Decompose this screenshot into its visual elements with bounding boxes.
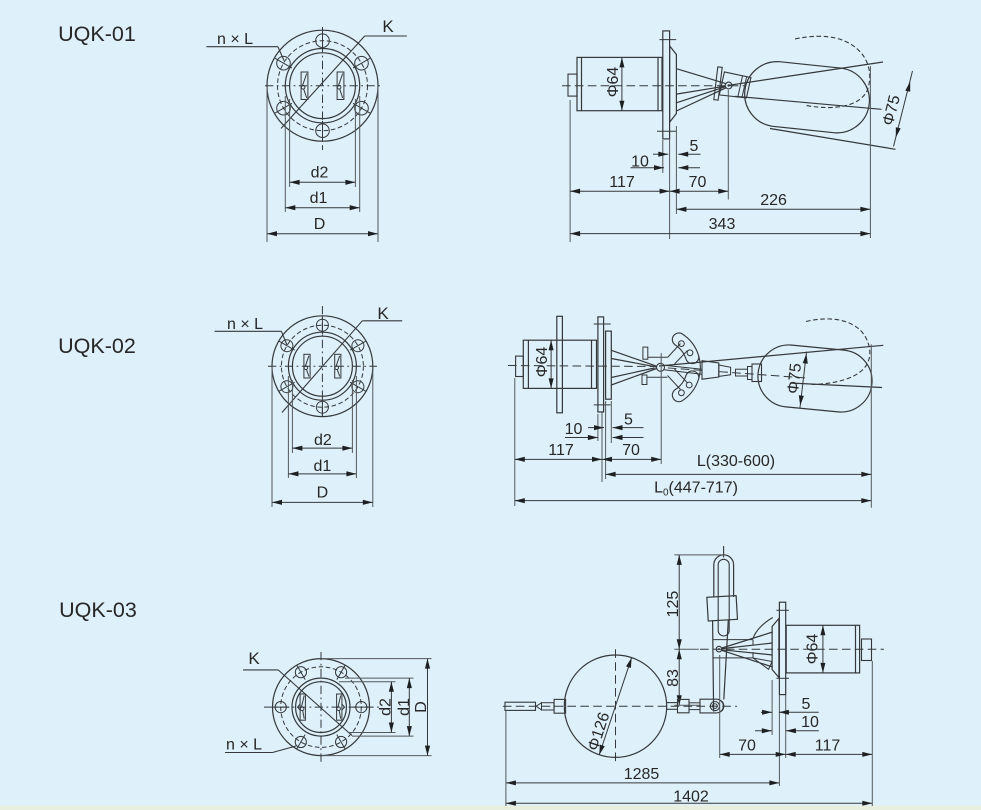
svg-text:UQK-01: UQK-01 — [58, 22, 136, 46]
svg-text:D: D — [317, 485, 329, 502]
svg-text:UQK-02: UQK-02 — [58, 334, 136, 358]
svg-text:Φ64: Φ64 — [805, 634, 822, 665]
svg-text:UQK-03: UQK-03 — [59, 598, 137, 622]
svg-text:K: K — [248, 649, 260, 668]
svg-text:226: 226 — [760, 192, 787, 209]
svg-text:Φ75: Φ75 — [785, 362, 805, 394]
svg-text:K: K — [377, 304, 389, 323]
svg-text:K: K — [382, 17, 394, 36]
svg-text:Φ64: Φ64 — [605, 67, 622, 98]
svg-text:343: 343 — [709, 216, 736, 233]
svg-text:1285: 1285 — [624, 766, 660, 783]
svg-text:10: 10 — [565, 421, 583, 438]
svg-text:d1: d1 — [314, 458, 332, 475]
svg-text:d2: d2 — [378, 698, 395, 716]
svg-text:5: 5 — [690, 138, 699, 155]
svg-text:Φ75: Φ75 — [880, 93, 904, 127]
svg-text:d2: d2 — [314, 432, 332, 449]
svg-text:n × L: n × L — [226, 737, 262, 754]
svg-text:D: D — [413, 701, 430, 713]
svg-text:70: 70 — [689, 174, 707, 191]
svg-text:L(330-600): L(330-600) — [697, 453, 775, 470]
svg-text:5: 5 — [802, 696, 811, 713]
svg-text:117: 117 — [609, 174, 635, 191]
svg-text:70: 70 — [738, 738, 756, 755]
svg-text:10: 10 — [801, 714, 819, 731]
svg-text:70: 70 — [622, 442, 640, 459]
svg-text:1402: 1402 — [673, 789, 709, 806]
svg-text:d1: d1 — [310, 190, 328, 207]
svg-text:d1: d1 — [396, 698, 413, 716]
svg-text:83: 83 — [665, 669, 682, 687]
svg-text:d2: d2 — [311, 165, 329, 182]
svg-text:D: D — [314, 216, 326, 233]
svg-text:Φ64: Φ64 — [534, 347, 551, 378]
svg-text:125: 125 — [665, 591, 682, 618]
svg-text:n × L: n × L — [227, 316, 263, 333]
svg-text:10: 10 — [631, 154, 649, 171]
svg-text:5: 5 — [624, 412, 633, 429]
svg-text:n × L: n × L — [217, 31, 253, 48]
svg-text:117: 117 — [815, 738, 841, 755]
svg-text:L0(447-717): L0(447-717) — [654, 480, 738, 499]
svg-text:117: 117 — [548, 442, 574, 459]
